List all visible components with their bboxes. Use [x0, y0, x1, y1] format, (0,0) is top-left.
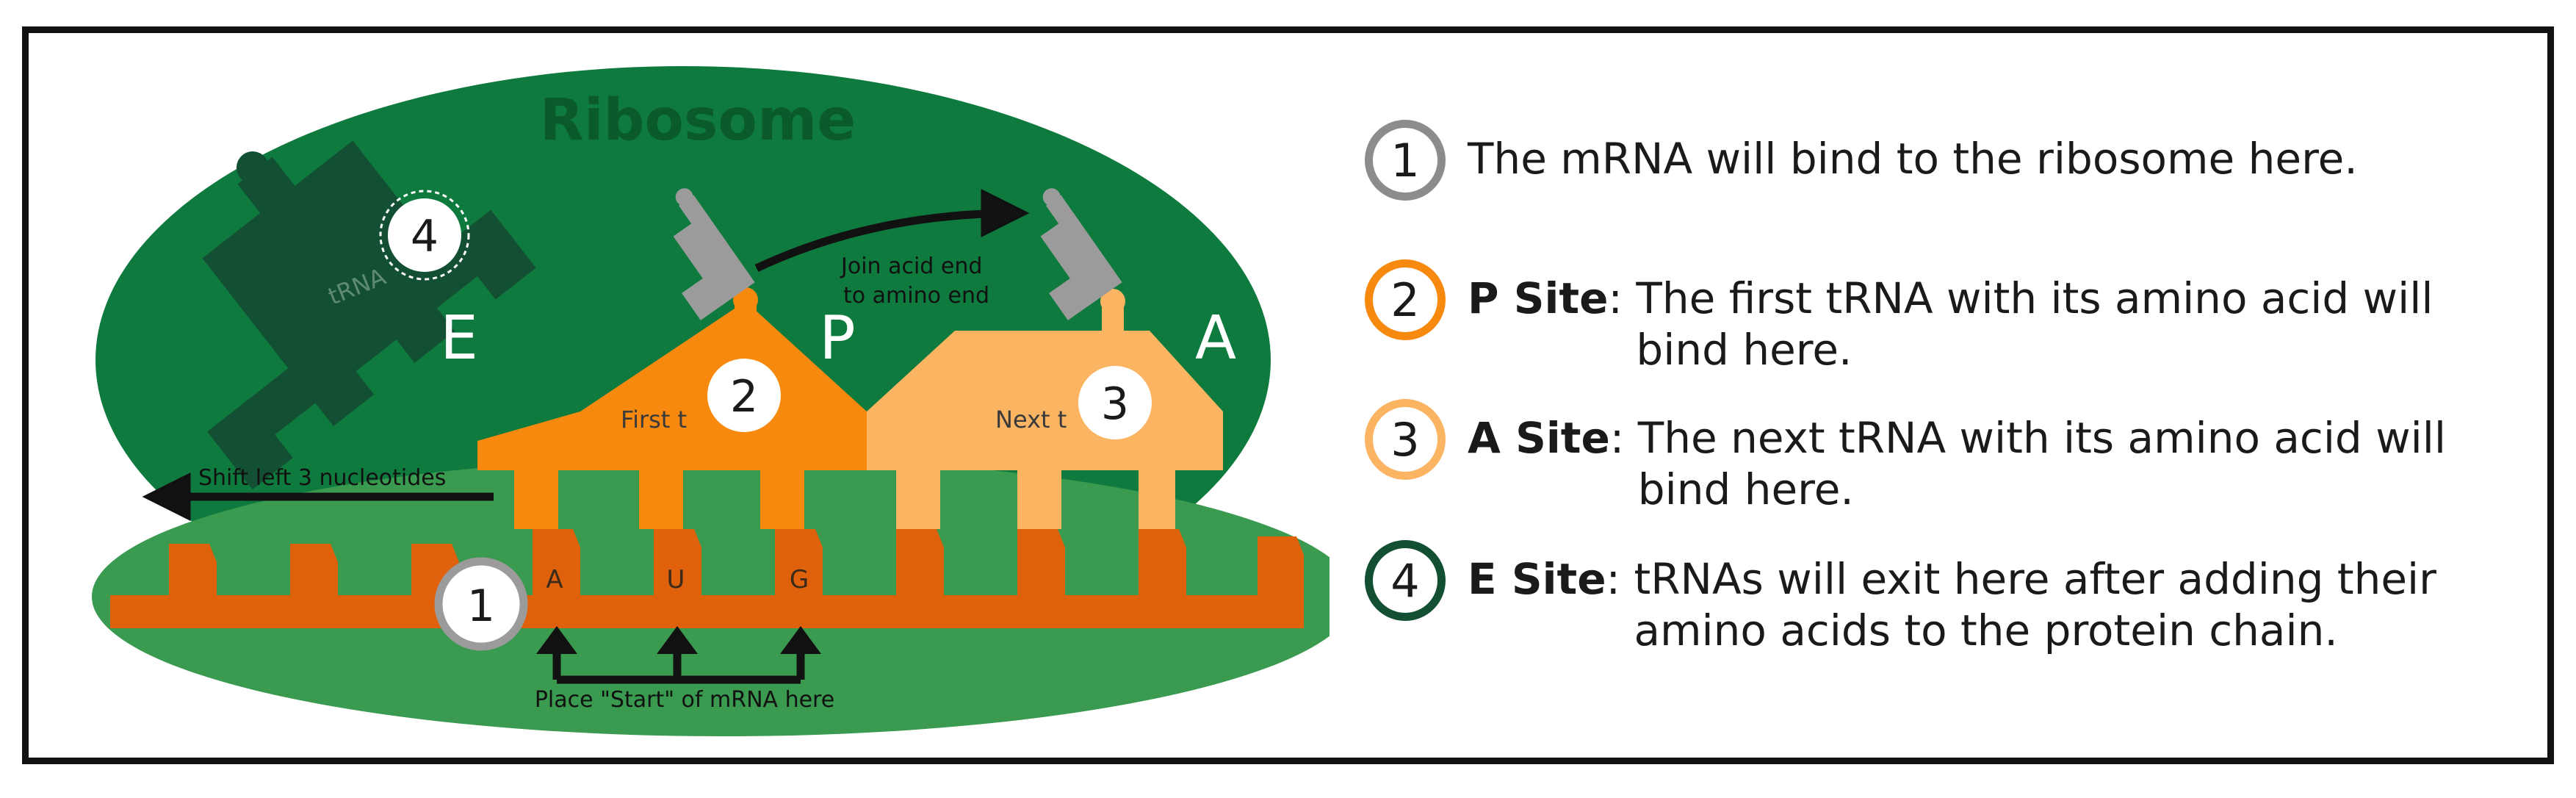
figure-frame [22, 26, 2554, 764]
start-bracket [552, 650, 805, 684]
shift-label: Shift left 3 nucleotides [198, 465, 446, 491]
legend-desc-3: The next tRNA with its amino acid will b… [1637, 413, 2446, 514]
legend-label-3: A Site [1468, 413, 1610, 463]
start-label: Place "Start" of mRNA here [535, 687, 834, 713]
legend-item-1: 1 The mRNA will bind to the ribosome her… [1365, 120, 2459, 201]
start-arrow-2 [657, 626, 698, 654]
legend-badge-3: 3 [1365, 399, 1446, 480]
marker-3 [1078, 366, 1152, 439]
legend-item-3: 3 A Site: The next tRNA with its amino a… [1365, 399, 2505, 515]
a-amino-acid [1040, 188, 1122, 320]
marker-2-number: 2 [730, 371, 758, 423]
legend-label-4: E Site [1468, 554, 1606, 604]
p-site-trna [477, 287, 867, 529]
legend-desc-2: The first tRNA with its amino acid will … [1636, 273, 2434, 375]
a-site-letter: A [1195, 303, 1236, 373]
codon-2: U [667, 565, 685, 594]
legend-badge-1: 1 [1365, 120, 1446, 201]
start-arrow-3 [780, 626, 821, 654]
mrna-strand [110, 529, 1304, 628]
marker-1-number: 1 [467, 580, 495, 632]
start-arrow-1 [536, 626, 577, 654]
legend-badge-4: 4 [1365, 540, 1446, 621]
ribosome-diagram: Ribosome tRNA 4 E P A Next t 3 [92, 66, 1330, 736]
marker-4-number: 4 [411, 211, 439, 262]
legend-desc-1: The mRNA will bind to the ribosome here. [1468, 134, 2358, 184]
legend-item-4: 4 E Site: tRNAs will exit here after add… [1365, 540, 2501, 656]
legend-desc-4: tRNAs will exit here after adding their … [1634, 554, 2436, 655]
legend-badge-2: 2 [1365, 259, 1446, 340]
marker-1 [434, 557, 528, 651]
marker-4-ring [379, 190, 470, 281]
marker-3-number: 3 [1101, 378, 1129, 430]
legend-item-2: 2 P Site: The first tRNA with its amino … [1365, 259, 2503, 375]
join-arrow [754, 189, 1030, 272]
e-site-letter: E [440, 303, 478, 373]
codon-3: G [790, 565, 809, 594]
legend-label-2: P Site [1468, 273, 1609, 323]
join-label-line1: Join acid end [840, 254, 982, 279]
marker-4 [388, 198, 461, 272]
p-trna-text: First t [621, 406, 687, 434]
join-label-line2: to amino end [843, 283, 989, 309]
marker-2 [707, 359, 781, 432]
p-amino-acid [673, 188, 755, 320]
a-trna-text: Next t [995, 406, 1067, 434]
ribosome-title: Ribosome [540, 87, 856, 154]
e-site-trna [202, 140, 536, 490]
codon-1: A [546, 565, 563, 594]
p-site-letter: P [819, 303, 855, 373]
